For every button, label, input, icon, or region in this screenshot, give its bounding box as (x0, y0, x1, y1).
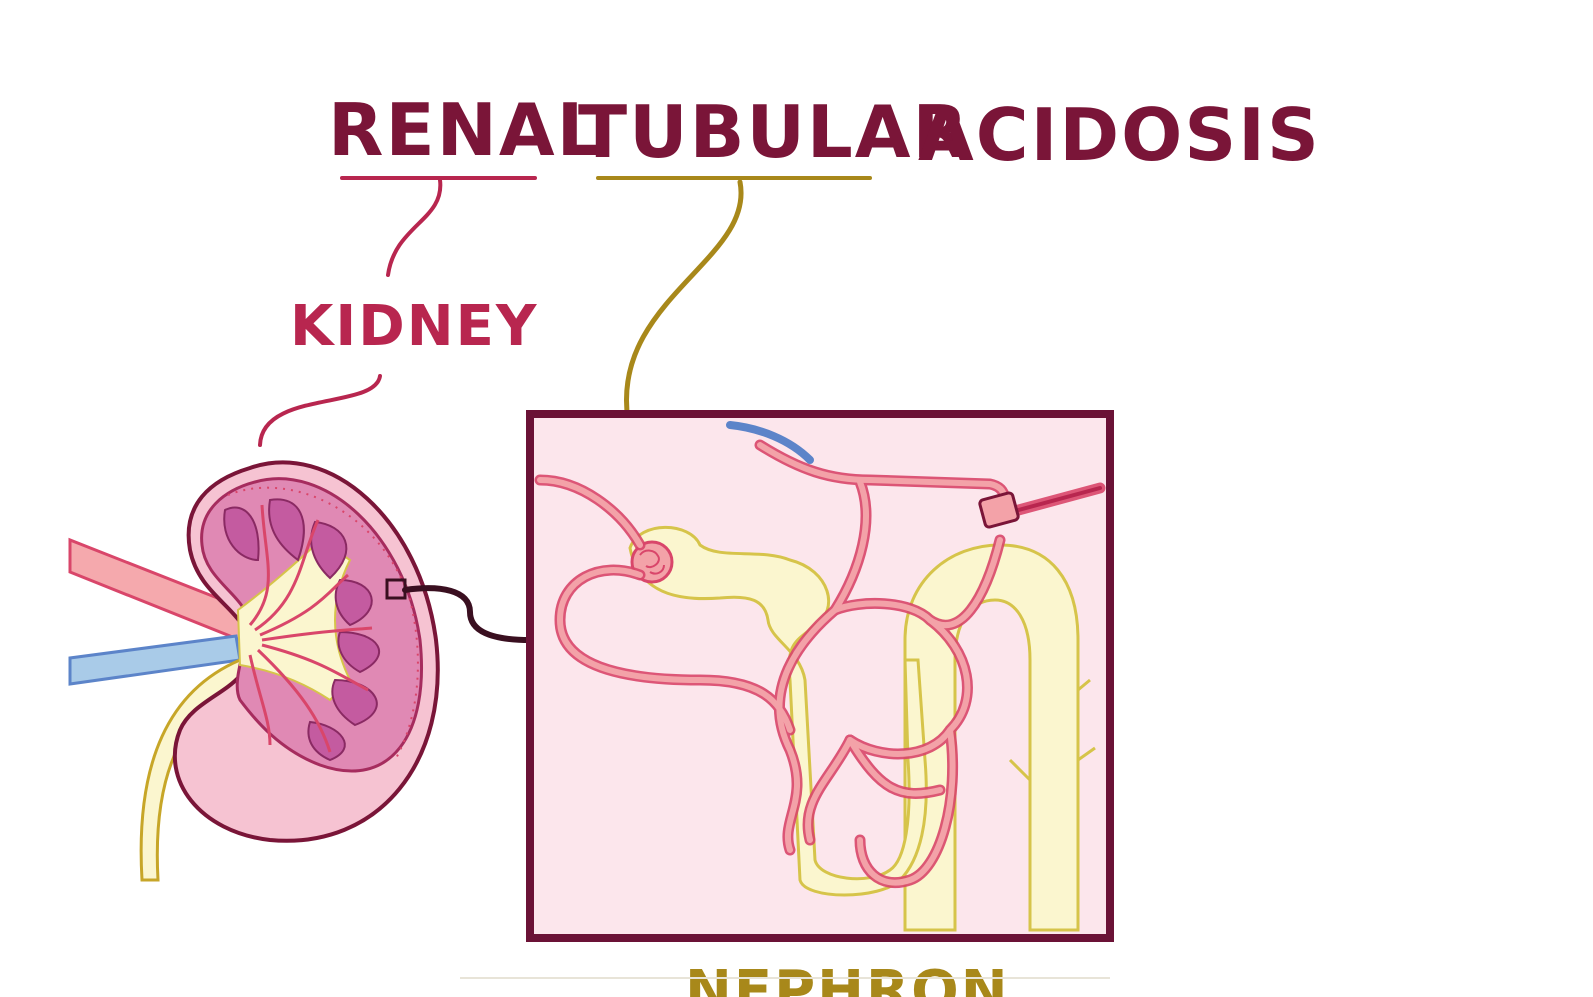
title-word-tubular: TUBULAR (578, 90, 970, 174)
interlobar-vessels (248, 504, 373, 753)
pyramid (223, 506, 260, 562)
renal-kidney-connector (340, 176, 537, 277)
kidney-illustration (68, 460, 533, 882)
pyramid (334, 578, 373, 627)
juxtaglomerular-marker (978, 491, 1020, 529)
kidney-label: KIDNEY (290, 294, 538, 359)
kidney-label-connector (258, 374, 382, 447)
title-word-acidosis: ACIDOSIS (918, 93, 1321, 177)
duct-branch (1008, 678, 1096, 782)
title-word-renal: RENAL (328, 88, 604, 172)
renal-to-kidney-line (386, 178, 443, 277)
nephron-vein (726, 421, 814, 464)
pyramid (310, 520, 348, 580)
pyramid (268, 498, 305, 562)
kidney-to-nephron-connector (402, 585, 533, 643)
title: RENAL TUBULAR ACIDOSIS (328, 88, 1321, 177)
nephron-panel (526, 410, 1114, 942)
pyramid (337, 630, 381, 674)
glomerulus-coils (639, 549, 665, 575)
renal-pyramids (223, 498, 381, 762)
capillary-network-fill (537, 442, 1008, 886)
